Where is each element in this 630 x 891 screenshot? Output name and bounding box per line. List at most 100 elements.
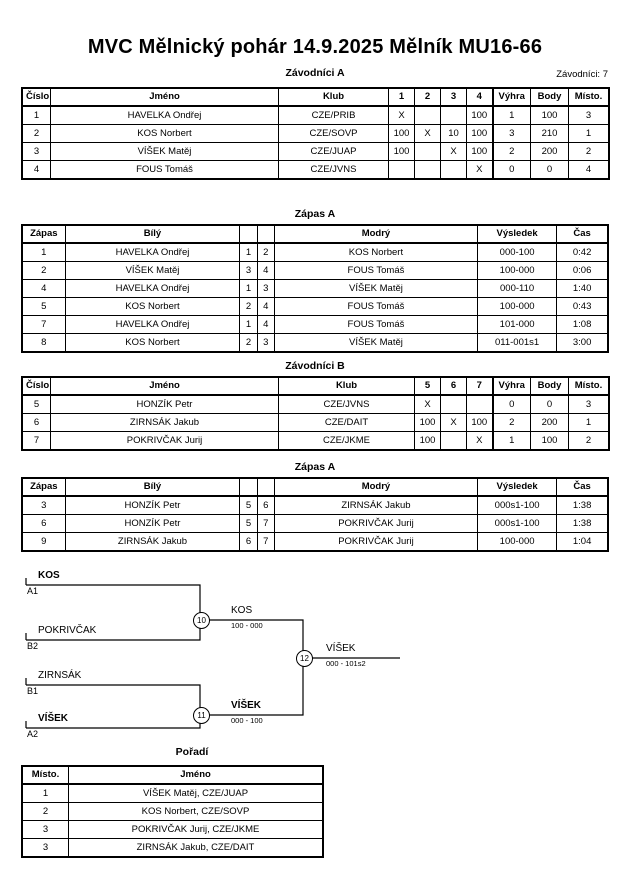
bracket-entry-name: ZIRNSÁK xyxy=(38,670,82,681)
col-header-club: Klub xyxy=(278,377,415,396)
cell-result: 100-000 xyxy=(476,297,558,316)
col-header-opp-3: 3 xyxy=(440,88,467,107)
cell-place: 1 xyxy=(568,124,609,143)
cell-match-number: 5 xyxy=(22,297,66,316)
col-header-name: Jméno xyxy=(50,377,279,396)
cell-club: CZE/DAIT xyxy=(278,413,415,432)
cell-place: 3 xyxy=(568,105,609,125)
cell-opponent-result xyxy=(388,160,415,179)
cell-white-name: KOS Norbert xyxy=(64,333,241,352)
cell-opponent-result: 100 xyxy=(466,142,493,161)
col-header-opp-6: 6 xyxy=(440,377,467,396)
col-header-time: Čas xyxy=(556,225,608,244)
cell-name: FOUS Tomáš xyxy=(50,160,279,179)
col-header-white: Bílý xyxy=(64,478,241,497)
cell-blue-number: 4 xyxy=(256,261,275,280)
col-header-white-num xyxy=(239,478,258,497)
table-header-row: Číslo Jméno Klub 1 2 3 4 Výhra Body Míst… xyxy=(22,88,609,107)
cell-result: 000-100 xyxy=(476,242,558,262)
cell-wins: 1 xyxy=(491,431,531,450)
cell-place: 2 xyxy=(22,802,69,821)
cell-points: 200 xyxy=(530,142,569,161)
col-header-blue-num xyxy=(256,225,275,244)
cell-time: 1:38 xyxy=(556,495,608,515)
cell-opponent-result: 100 xyxy=(388,142,415,161)
bracket-entry-seed: A2 xyxy=(27,729,39,739)
cell-place: 4 xyxy=(568,160,609,179)
cell-opponent-result xyxy=(414,105,441,125)
bracket-entry-name: VÍŠEK xyxy=(38,713,69,724)
cell-name: HAVELKA Ondřej xyxy=(50,105,279,125)
matches-a-caption: Zápas A xyxy=(294,208,336,220)
table-header-row: Číslo Jméno Klub 5 6 7 Výhra Body Místo. xyxy=(22,377,609,396)
cell-white-name: HAVELKA Ondřej xyxy=(64,279,241,298)
cell-place: 3 xyxy=(568,394,609,414)
cell-club: CZE/JVNS xyxy=(278,394,415,414)
bracket-match-number: 10 xyxy=(193,612,210,629)
cell-opponent-result: 100 xyxy=(466,124,493,143)
bracket-winner-name: KOS xyxy=(231,605,253,616)
cell-wins: 0 xyxy=(491,394,531,414)
col-header-blue: Modrý xyxy=(273,225,479,244)
cell-white-number: 6 xyxy=(239,532,258,551)
cell-opponent-result xyxy=(414,160,441,179)
col-header-blue-num xyxy=(256,478,275,497)
cell-name: ZIRNSÁK Jakub, CZE/DAIT xyxy=(68,838,323,857)
cell-name: KOS Norbert xyxy=(50,124,279,143)
cell-white-name: HONZÍK Petr xyxy=(64,514,241,533)
cell-time: 1:08 xyxy=(556,315,608,334)
col-header-opp-1: 1 xyxy=(388,88,415,107)
cell-opponent-result: 10 xyxy=(440,124,467,143)
bracket-connector-lines xyxy=(25,578,400,729)
bracket-match-score: 000 - 100 xyxy=(231,716,263,725)
matches-b-caption: Zápas A xyxy=(294,461,336,473)
bracket-entry-seed: A1 xyxy=(27,586,39,596)
cell-blue-number: 3 xyxy=(256,333,275,352)
col-header-opp-7: 7 xyxy=(466,377,493,396)
cell-opponent-result xyxy=(440,431,467,450)
cell-blue-name: VÍŠEK Matěj xyxy=(273,279,479,298)
cell-match-number: 7 xyxy=(22,315,66,334)
cell-opponent-result: X xyxy=(466,160,493,179)
cell-match-number: 2 xyxy=(22,261,66,280)
cell-opponent-result xyxy=(466,394,493,414)
cell-points: 0 xyxy=(530,160,569,179)
col-header-opp-2: 2 xyxy=(414,88,441,107)
cell-time: 0:43 xyxy=(556,297,608,316)
cell-time: 1:04 xyxy=(556,532,608,551)
cell-number: 6 xyxy=(22,413,51,432)
bracket-match-score: 000 - 101s2 xyxy=(326,659,366,668)
bracket-entry-seed: B1 xyxy=(27,686,39,696)
cell-opponent-result: 100 xyxy=(414,431,441,450)
table-header-row: Zápas Bílý Modrý Výsledek Čas xyxy=(22,225,608,244)
cell-number: 7 xyxy=(22,431,51,450)
cell-opponent-result: X xyxy=(414,124,441,143)
group-b-table: Číslo Jméno Klub 5 6 7 Výhra Body Místo.… xyxy=(21,376,610,451)
cell-result: 000-110 xyxy=(476,279,558,298)
col-header-result: Výsledek xyxy=(476,478,558,497)
cell-blue-name: ZIRNSÁK Jakub xyxy=(273,495,479,515)
cell-opponent-result xyxy=(414,142,441,161)
cell-opponent-result: X xyxy=(440,413,467,432)
entrants-count: Závodníci: 7 xyxy=(556,69,608,80)
elimination-bracket: KOS A1 POKRIVČAK B2 ZIRNSÁK B1 VÍŠEK A2 … xyxy=(0,560,630,750)
cell-white-number: 2 xyxy=(239,333,258,352)
col-header-match: Zápas xyxy=(22,478,66,497)
cell-blue-number: 4 xyxy=(256,315,275,334)
cell-white-number: 5 xyxy=(239,514,258,533)
cell-wins: 1 xyxy=(491,105,531,125)
col-header-points: Body xyxy=(530,377,569,396)
col-header-match: Zápas xyxy=(22,225,66,244)
